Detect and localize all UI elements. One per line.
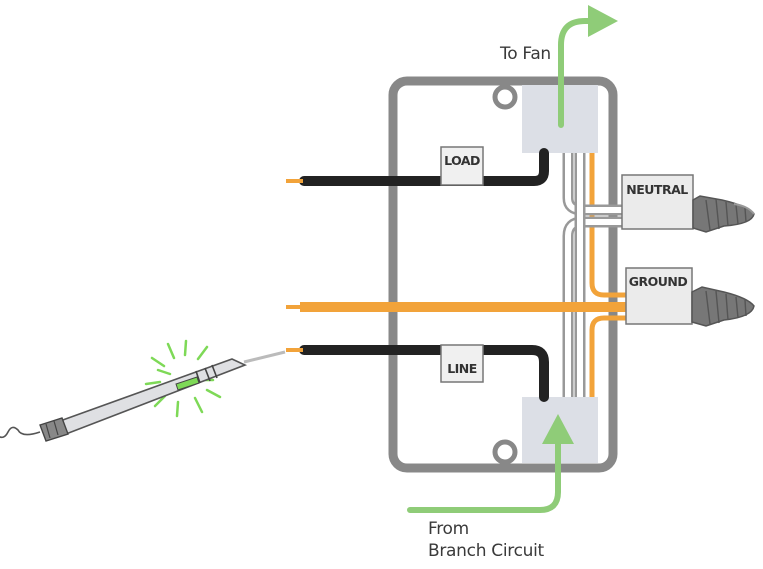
voltage-tester-icon bbox=[0, 339, 286, 442]
load-tag-label: LOAD bbox=[444, 153, 480, 168]
flow-arrow-icon bbox=[407, 414, 574, 513]
load-tag: LOAD bbox=[440, 146, 484, 186]
hot-wire-line bbox=[286, 345, 549, 402]
mounting-hole-top bbox=[492, 84, 518, 110]
ground-wires bbox=[589, 153, 632, 397]
wire-nut-icon bbox=[691, 286, 755, 327]
neutral-connector: NEUTRAL bbox=[621, 174, 694, 230]
neutral-wires bbox=[562, 153, 632, 397]
hot-wire-load bbox=[286, 148, 549, 186]
ground-connector: GROUND bbox=[625, 267, 693, 325]
from-label: From bbox=[428, 519, 469, 539]
ground-tag-label: GROUND bbox=[629, 274, 688, 289]
to-fan-label: To Fan bbox=[500, 44, 551, 64]
wire-nut-icon bbox=[692, 195, 755, 233]
line-tag-label: LINE bbox=[447, 361, 477, 376]
mounting-hole-bottom bbox=[492, 439, 518, 465]
flow-arrow-icon bbox=[558, 5, 618, 128]
branch-circuit-label: Branch Circuit bbox=[428, 541, 544, 561]
neutral-tag-label: NEUTRAL bbox=[626, 182, 688, 197]
line-tag: LINE bbox=[440, 344, 484, 383]
